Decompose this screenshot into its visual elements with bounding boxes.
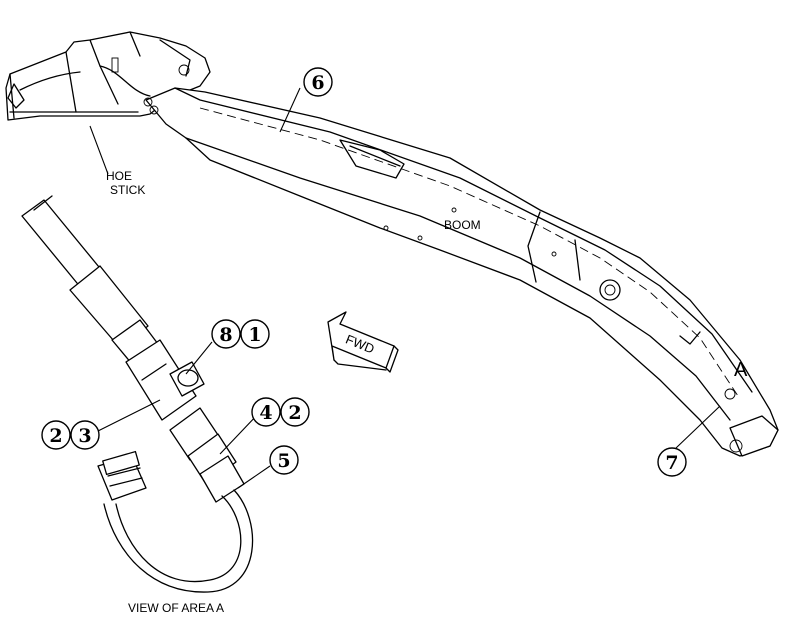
callout-2-left: 2: [41, 420, 71, 450]
callout-5: 5: [269, 445, 299, 475]
callout-3-text: 3: [78, 425, 91, 447]
hoe-label: HOE: [106, 169, 132, 183]
callout-2-right-text: 2: [288, 402, 301, 424]
callout-7-text: 7: [665, 452, 678, 474]
stick-label: STICK: [110, 183, 145, 197]
boom-drawing: [143, 87, 779, 457]
view-caption: VIEW OF AREA A: [128, 601, 224, 615]
callout-4: 4: [251, 397, 281, 427]
callout-3: 3: [70, 420, 100, 450]
callout-1-text: 1: [248, 324, 261, 346]
callout-1: 1: [240, 319, 270, 349]
callout-2-left-text: 2: [49, 425, 62, 447]
leader-lines: [89, 87, 721, 489]
callout-6-text: 6: [311, 72, 324, 94]
callout-4-text: 4: [259, 402, 272, 424]
callout-2-right: 2: [280, 397, 310, 427]
callout-8-text: 8: [219, 324, 232, 346]
callout-7: 7: [657, 447, 687, 477]
callout-5-text: 5: [277, 450, 290, 472]
fwd-arrow: FWD: [327, 311, 399, 373]
boom-label: BOOM: [444, 218, 481, 232]
fitting-assembly-drawing: [21, 195, 254, 593]
callout-8: 8: [211, 319, 241, 349]
area-a-marker: A: [734, 359, 748, 381]
callout-6: 6: [303, 67, 333, 97]
